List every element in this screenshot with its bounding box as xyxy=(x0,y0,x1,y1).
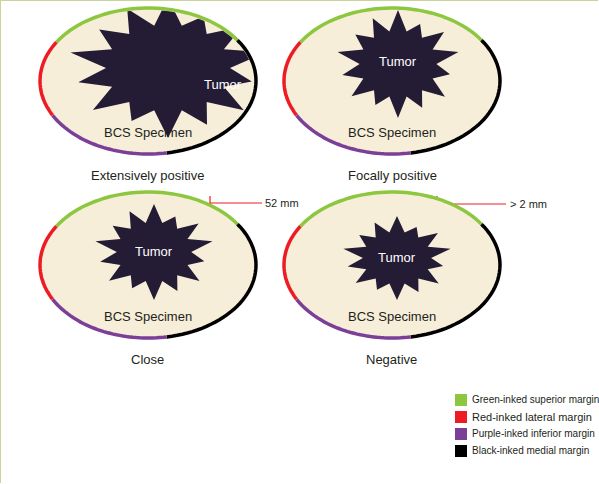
tumor-label: Tumor xyxy=(379,54,416,70)
specimen-label: BCS Specimen xyxy=(104,309,192,325)
specimen-label: BCS Specimen xyxy=(104,125,192,141)
tumor-outline xyxy=(76,6,254,124)
tumor-label: Tumor xyxy=(204,77,241,93)
specimen-ellipse: TumorBCS SpecimenExtensively positive xyxy=(38,6,258,190)
inked-margin xyxy=(284,226,300,299)
specimen-ellipse: TumorBCS SpecimenNegative xyxy=(282,190,502,374)
margin-status-caption: Close xyxy=(131,352,164,368)
dimension-label: > 2 mm xyxy=(510,197,547,211)
inked-margin xyxy=(300,192,481,226)
tumor-label: Tumor xyxy=(135,244,172,260)
legend-swatch xyxy=(455,411,467,423)
legend-label: Black-inked medial margin xyxy=(472,444,589,458)
inked-margin xyxy=(40,226,56,299)
specimen-label: BCS Specimen xyxy=(348,309,436,325)
specimen-ellipse: TumorBCS SpecimenClose xyxy=(38,190,258,374)
legend-label: Green-inked superior margin xyxy=(472,393,599,407)
inked-margin xyxy=(40,42,56,115)
legend-swatch xyxy=(455,394,467,406)
inked-margin xyxy=(284,42,300,115)
legend-label: Red-inked lateral margin xyxy=(472,410,592,424)
tumor-shape: Tumor xyxy=(92,202,216,302)
tumor-label: Tumor xyxy=(378,250,415,266)
legend-swatch xyxy=(455,428,467,440)
tumor-shape: Tumor xyxy=(340,214,454,302)
specimen-ellipse: TumorBCS SpecimenFocally positive xyxy=(282,6,502,190)
margin-status-caption: Negative xyxy=(366,352,417,368)
legend-label: Purple-inked inferior margin xyxy=(472,427,595,441)
tumor-shape: Tumor xyxy=(76,6,254,124)
margin-status-caption: Extensively positive xyxy=(91,168,204,184)
legend-swatch xyxy=(455,445,467,457)
specimen-label: BCS Specimen xyxy=(348,125,436,141)
leader-line xyxy=(210,202,262,203)
dimension-label: 52 mm xyxy=(265,196,299,210)
margin-status-caption: Focally positive xyxy=(348,168,437,184)
tumor-shape: Tumor xyxy=(334,8,462,116)
